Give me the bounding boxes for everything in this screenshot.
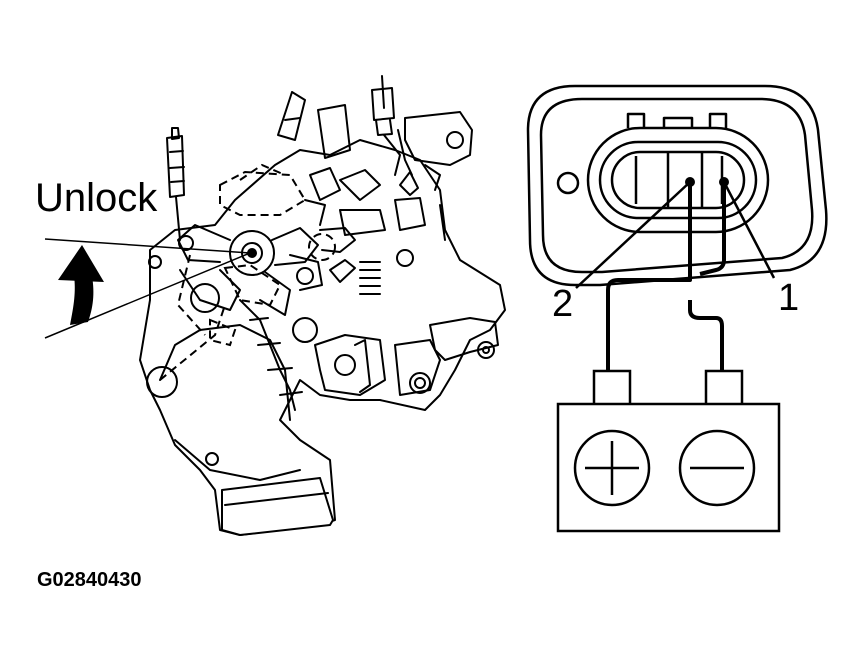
terminal-1-label: 1	[778, 277, 799, 319]
door-lock-actuator	[139, 75, 506, 536]
curved-arrow-up-icon	[58, 245, 104, 325]
negative-lead-upper	[699, 182, 726, 276]
terminal-leader-lines	[575, 181, 776, 289]
figure-code: G02840430	[37, 569, 142, 591]
connector-housing	[526, 84, 828, 287]
unlock-angle-lines	[44, 238, 251, 339]
test-leads	[606, 182, 726, 372]
negative-lead-lower	[688, 300, 724, 372]
actuator-hidden-lines	[159, 163, 336, 381]
battery	[556, 369, 781, 533]
battery-minus-icon	[678, 429, 756, 507]
terminal-2-label: 2	[552, 283, 573, 325]
positive-lead	[606, 182, 692, 372]
unlock-label: Unlock	[35, 176, 158, 220]
battery-plus-icon	[573, 429, 651, 507]
battery-positive-post	[592, 369, 632, 407]
battery-negative-post	[704, 369, 744, 407]
